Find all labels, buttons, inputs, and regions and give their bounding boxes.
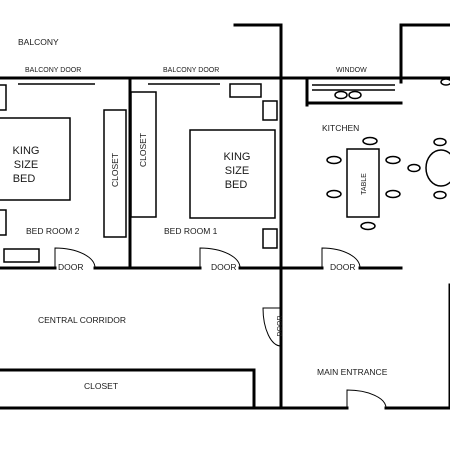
- chair: [440, 78, 450, 86]
- door-swing-kitchen: [321, 247, 361, 269]
- bed-right-label-1: KING: [224, 151, 251, 163]
- door-swing-bedroom-1: [199, 247, 241, 269]
- door-swing-bedroom-2: [54, 247, 96, 269]
- nightstand: [262, 228, 278, 249]
- closet-vertical-2: [130, 91, 157, 218]
- nightstand: [0, 84, 7, 111]
- closet-corridor-label: CLOSET: [84, 381, 118, 391]
- closet-vertical-1: [103, 109, 127, 238]
- chair: [407, 163, 421, 173]
- sink-bowl: [334, 90, 348, 100]
- chair: [433, 137, 447, 147]
- door-swing-main-entrance: [346, 389, 387, 409]
- bed-left: [0, 117, 71, 201]
- round-table: [425, 149, 450, 187]
- closet-vertical-2-label: CLOSET: [138, 133, 148, 167]
- door-bedroom-1-label: DOOR: [211, 262, 237, 272]
- chair: [326, 155, 342, 165]
- bed-left-label-1: KING: [13, 145, 40, 157]
- door-kitchen-label: DOOR: [330, 262, 356, 272]
- bed-right-label-3: BED: [225, 179, 248, 191]
- main-entrance-label: MAIN ENTRANCE: [317, 367, 388, 377]
- door-swings: [54, 247, 387, 409]
- door-corridor-label: DOOR: [277, 316, 284, 337]
- walls: [0, 23, 450, 410]
- chair: [433, 190, 447, 200]
- kitchen-label: KITCHEN: [322, 123, 359, 133]
- door-bedroom-2-label: DOOR: [58, 262, 84, 272]
- nightstand: [0, 209, 7, 236]
- door-swing-corridor: [262, 307, 282, 347]
- sink-bowl: [348, 90, 362, 100]
- nightstand: [262, 100, 278, 121]
- chair: [385, 155, 401, 165]
- bed-left-label-3: BED: [13, 173, 36, 185]
- chair: [360, 221, 376, 231]
- bedroom-1-label: BED ROOM 1: [164, 226, 218, 236]
- dresser: [229, 83, 262, 98]
- bedroom-2-label: BED ROOM 2: [26, 226, 80, 236]
- window-label: WINDOW: [336, 67, 367, 74]
- bed-right-label-2: SIZE: [225, 165, 249, 177]
- central-corridor-label: CENTRAL CORRIDOR: [38, 315, 126, 325]
- balcony-door-right-label: BALCONY DOOR: [163, 67, 219, 74]
- closet-vertical-1-label: CLOSET: [110, 153, 120, 187]
- table-label: TABLE: [361, 173, 368, 195]
- dresser: [3, 248, 40, 263]
- openings: [18, 83, 395, 91]
- chair: [362, 136, 378, 146]
- balcony-door-left-label: BALCONY DOOR: [25, 67, 81, 74]
- chair: [385, 189, 401, 199]
- bed-right: [189, 129, 276, 219]
- bed-left-label-2: SIZE: [14, 159, 38, 171]
- balcony-label: BALCONY: [18, 37, 59, 47]
- chair: [326, 189, 342, 199]
- dining-table: [346, 148, 380, 218]
